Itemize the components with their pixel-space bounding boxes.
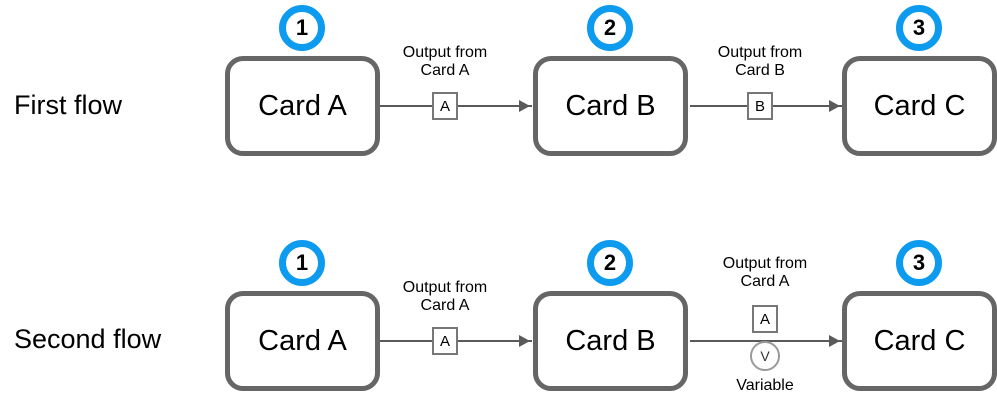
- port-box-label-row1-a: A: [439, 97, 450, 115]
- connector-arrow-row1-a-to-b: [519, 100, 530, 112]
- step-badge-row2-1: 1: [279, 240, 325, 286]
- card-row2-a[interactable]: Card A: [225, 291, 380, 391]
- edge-caption-row1-b: Output from Card B: [717, 44, 803, 80]
- port-box-row1-a[interactable]: A: [432, 92, 458, 120]
- card-row2-c[interactable]: Card C: [842, 291, 997, 391]
- variable-circle-row2[interactable]: V: [750, 341, 780, 371]
- card-title-row1-c: Card C: [873, 89, 966, 122]
- step-badge-row1-3: 3: [896, 5, 942, 51]
- port-box-label-row2-a: A: [439, 332, 450, 350]
- variable-circle-label-row2: V: [760, 348, 770, 364]
- step-badge-number-row2-2: 2: [603, 250, 617, 275]
- edge-caption-row2-b: Output from Card A: [722, 255, 808, 291]
- step-badge-number-row1-2: 2: [603, 15, 617, 40]
- port-box-label-row2-b: A: [759, 310, 770, 328]
- card-title-row1-b: Card B: [565, 89, 656, 122]
- port-box-row1-b[interactable]: B: [747, 92, 773, 120]
- port-box-row2-a[interactable]: A: [432, 327, 458, 355]
- step-badge-number-row1-3: 3: [912, 15, 926, 40]
- card-row1-a[interactable]: Card A: [225, 56, 380, 156]
- card-title-row1-a: Card A: [258, 89, 347, 122]
- row-label-second-flow: Second flow: [14, 324, 162, 354]
- step-badge-row1-2: 2: [587, 5, 633, 51]
- connector-arrow-row1-b-to-c: [829, 100, 840, 112]
- row-label-first-flow: First flow: [14, 90, 122, 120]
- card-row1-b[interactable]: Card B: [533, 56, 688, 156]
- card-title-row2-c: Card C: [873, 324, 966, 357]
- card-row1-c[interactable]: Card C: [842, 56, 997, 156]
- port-box-row2-b[interactable]: A: [752, 305, 778, 333]
- step-badge-number-row2-3: 3: [912, 250, 926, 275]
- step-badge-number-row1-1: 1: [295, 15, 309, 40]
- port-box-label-row1-b: B: [754, 97, 765, 115]
- step-badge-row2-2: 2: [587, 240, 633, 286]
- step-badge-row1-1: 1: [279, 5, 325, 51]
- connector-arrow-row2-a-to-b: [519, 335, 530, 347]
- edge-caption-row1-a: Output from Card A: [402, 44, 488, 80]
- step-badge-row2-3: 3: [896, 240, 942, 286]
- connector-arrow-row2-b-to-c: [829, 335, 840, 347]
- variable-caption-row2: Variable: [736, 377, 794, 394]
- card-title-row2-a: Card A: [258, 324, 347, 357]
- step-badge-number-row2-1: 1: [295, 250, 309, 275]
- card-title-row2-b: Card B: [565, 324, 656, 357]
- edge-caption-row2-a: Output from Card A: [402, 279, 488, 315]
- card-row2-b[interactable]: Card B: [533, 291, 688, 391]
